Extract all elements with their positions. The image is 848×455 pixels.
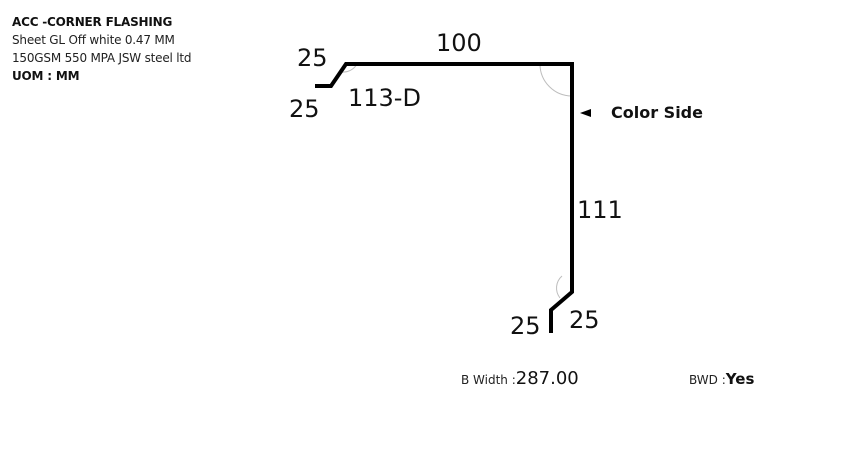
profile-code: 113-D — [348, 84, 421, 112]
dim-top-length: 100 — [436, 29, 482, 57]
dim-left-lip-bottom: 25 — [289, 95, 320, 123]
angle-arc-bottom — [556, 275, 563, 299]
bwd-label: BWD : — [689, 373, 726, 387]
dim-vertical-length: 111 — [577, 196, 623, 224]
b-width-field: B Width :287.00 — [461, 368, 579, 389]
color-side-label: Color Side — [611, 103, 703, 122]
material-spec-line-1: Sheet GL Off white 0.47 MM — [12, 33, 175, 47]
material-spec-line-2: 150GSM 550 MPA JSW steel ltd — [12, 51, 192, 65]
dim-left-lip-top: 25 — [297, 44, 328, 72]
angle-arc-top-right — [539, 63, 573, 97]
product-info: ACC -CORNER FLASHING Sheet GL Off white … — [12, 13, 192, 85]
bwd-field: BWD :Yes — [689, 369, 754, 388]
b-width-label: B Width : — [461, 373, 516, 387]
unit-of-measure: UOM : MM — [12, 69, 80, 83]
dim-bottom-lip-right: 25 — [569, 306, 600, 334]
b-width-value: 287.00 — [515, 368, 579, 389]
dim-bottom-lip-left: 25 — [510, 312, 541, 340]
product-title: ACC -CORNER FLASHING — [12, 15, 173, 29]
color-side-arrow-icon — [580, 109, 591, 117]
bwd-value: Yes — [725, 370, 755, 388]
flashing-profile-line — [315, 62, 574, 333]
